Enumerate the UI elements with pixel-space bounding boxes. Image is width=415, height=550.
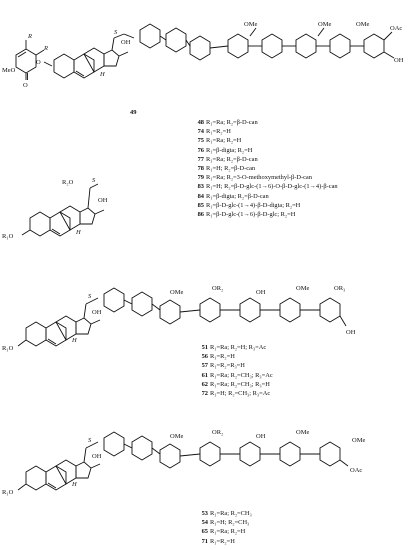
label-h: H <box>71 481 77 488</box>
label-or2: OR₂ <box>212 285 223 292</box>
label-r1o: R₁O <box>2 233 14 240</box>
label-ome: OMe <box>352 437 365 444</box>
compound-number-49: 49 <box>130 109 137 116</box>
label-or2: OR₂ <box>212 429 223 436</box>
label-s: S <box>114 29 118 36</box>
label-or3: OR₃ <box>334 285 345 292</box>
label-oh: OH <box>346 329 356 336</box>
structure-49 <box>15 23 395 80</box>
label-oh: OH <box>256 289 266 296</box>
structure-glycoside-b <box>17 431 349 491</box>
label-h: H <box>71 337 77 344</box>
label-o: O <box>36 59 41 66</box>
structure-aglycone-labels: R₂O S OH H R₁O <box>2 177 108 240</box>
label-s: S <box>92 177 96 184</box>
label-s: S <box>88 293 92 300</box>
label-r: R <box>43 45 48 52</box>
label-ome: OMe <box>296 429 309 436</box>
label-ome: OMe <box>356 21 369 28</box>
label-s: S <box>88 437 92 444</box>
structure-glycoside-b-labels: S OH H R₁O OMe OR₂ OH OMe OMe OAc <box>2 429 365 496</box>
label-ome: OMe <box>318 21 331 28</box>
label-r: R <box>27 33 32 40</box>
label-o: O <box>23 82 28 89</box>
label-oh: OH <box>92 453 102 460</box>
label-h: H <box>75 229 81 236</box>
structure-panel-3: S OH H R₁O OMe OR₂ OH OMe OR₃ OH <box>0 276 415 416</box>
label-oh: OH <box>394 57 404 64</box>
label-h: H <box>99 71 105 78</box>
label-ome: OMe <box>244 21 257 28</box>
label-ome: OMe <box>296 285 309 292</box>
structure-glycoside-a-labels: S OH H R₁O OMe OR₂ OH OMe OR₃ OH <box>2 285 356 352</box>
label-ome: OMe <box>170 289 183 296</box>
label-oh: OH <box>98 197 108 204</box>
label-r1o: R₁O <box>2 345 14 352</box>
label-meo: MeO <box>2 67 16 74</box>
structure-aglycone-panel: R₂O S OH H R₁O <box>0 118 415 276</box>
label-oh: OH <box>256 433 266 440</box>
label-oac: OAc <box>390 25 402 32</box>
structure-glycoside-a <box>17 287 347 347</box>
label-oh: OH <box>121 39 131 46</box>
label-r1o: R₁O <box>2 489 14 496</box>
label-ome: OMe <box>170 433 183 440</box>
structure-49-labels: R R MeO O O S OH H OMe OMe OMe OAc OH 49 <box>2 21 404 116</box>
label-r2o: R₂O <box>62 179 74 186</box>
label-oh: OH <box>92 309 102 316</box>
structure-49-panel: R R MeO O O S OH H OMe OMe OMe OAc OH 49 <box>0 0 415 118</box>
structure-aglycone <box>21 183 105 237</box>
structure-panel-4: S OH H R₁O OMe OR₂ OH OMe OMe OAc <box>0 420 415 550</box>
label-oac: OAc <box>350 467 362 474</box>
